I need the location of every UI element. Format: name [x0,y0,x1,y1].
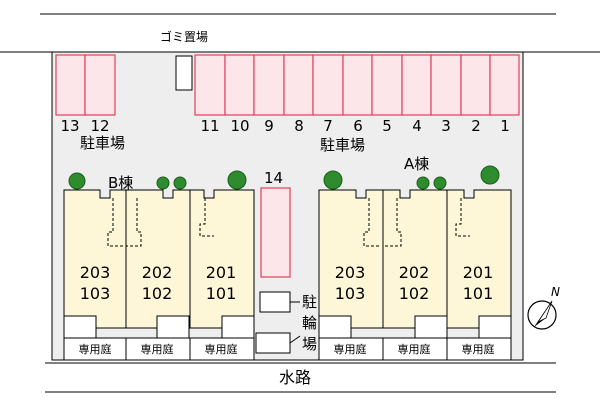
unit-lower-number: 102 [398,284,430,303]
private-garden-label: 専用庭 [461,343,495,356]
parking-number: 13 [60,117,80,135]
unit-lower-number: 101 [462,284,494,303]
private-garden-label: 専用庭 [333,343,367,356]
garden-box-a-3 [478,315,512,339]
parking-label-left: 駐車場 [80,134,126,152]
parking-space-13 [55,54,86,116]
tree-icon [68,172,86,190]
parking-number: 5 [382,117,392,135]
parking-number: 9 [264,117,274,135]
stairs-b-2 [126,198,142,247]
garden-box-b-1 [63,315,97,339]
tree-icon [480,165,500,185]
unit-upper-number: 202 [398,263,430,282]
parking-space-3 [430,54,462,116]
building-a [318,189,512,361]
tree-icon [173,176,187,190]
parking-number: 3 [441,117,451,135]
trees [68,165,500,190]
parking-number: 6 [353,117,363,135]
garbage-area-label: ゴミ置場 [160,30,209,44]
parking-number: 4 [412,117,422,135]
garbage-area-box [175,55,193,91]
unit-lower-number: 103 [334,284,366,303]
building-a-label: A棟 [404,155,430,173]
compass-north-label: N [551,285,560,299]
unit-a-202-102 [382,189,448,329]
parking-space-1 [489,54,520,116]
bike-parking-label: 駐 輪 場 [302,293,318,353]
private-garden-label: 専用庭 [204,343,238,356]
bike-leader-line-lower [289,335,301,344]
parking-row-right [194,54,520,116]
parking-number: 8 [294,117,304,135]
parking-space-4 [401,54,432,116]
unit-b-202-102 [125,189,191,329]
unit-b-201-101 [189,189,255,329]
parking-space-5 [371,54,403,116]
compass-icon [527,300,557,330]
garden-box-b-3 [221,315,255,339]
parking-space-12 [84,54,116,116]
garden-a-3 [446,337,512,361]
garden-box-a-2 [414,315,448,339]
parking-space-14-label: 14 [264,169,284,187]
building-b [63,189,255,361]
unit-a-203-103 [318,189,384,329]
garden-box-a-1 [318,315,352,339]
bike-parking-box-upper [259,291,291,313]
parking-number: 2 [471,117,481,135]
building-b-label: B棟 [108,174,134,192]
parking-space-11 [194,54,226,116]
tree-icon [323,170,343,190]
unit-b-203-103 [63,189,127,329]
stairs-a-3 [455,198,470,237]
tree-icon [416,176,430,190]
unit-lower-number: 101 [205,284,237,303]
unit-upper-number: 202 [141,263,173,282]
bike-parking-box-lower [255,332,291,354]
unit-upper-number: 201 [205,263,237,282]
parking-space-6 [342,54,373,116]
parking-number: 1 [500,117,510,135]
stairs-b-3 [199,198,214,237]
parking-space-9 [253,54,285,116]
parking-number: 11 [200,117,220,135]
unit-lower-number: 103 [79,284,111,303]
private-garden-label: 専用庭 [78,343,112,356]
stairs-a-2 [385,198,402,247]
unit-a-201-101 [446,189,512,329]
parking-number: 12 [90,117,110,135]
stairs-a-1 [363,198,381,247]
stairs-b-1 [107,198,124,247]
unit-upper-number: 201 [462,263,494,282]
private-garden-label: 専用庭 [140,343,174,356]
tree-icon [156,176,170,190]
unit-lower-number: 102 [141,284,173,303]
parking-space-7 [312,54,344,116]
parking-label-right: 駐車場 [320,136,366,154]
parking-space-8 [283,54,314,116]
private-garden-label: 専用庭 [397,343,431,356]
garden-b-3 [189,337,255,361]
garden-box-b-2 [156,315,190,339]
tree-icon [227,170,247,190]
parking-space-14 [260,187,291,278]
parking-row-left [55,54,116,116]
waterway-label: 水路 [279,368,312,387]
unit-upper-number: 203 [79,263,111,282]
tree-icon [433,176,447,190]
parking-number: 7 [323,117,333,135]
parking-space-10 [224,54,255,116]
parking-space-2 [460,54,491,116]
unit-upper-number: 203 [334,263,366,282]
parking-number: 10 [230,117,250,135]
